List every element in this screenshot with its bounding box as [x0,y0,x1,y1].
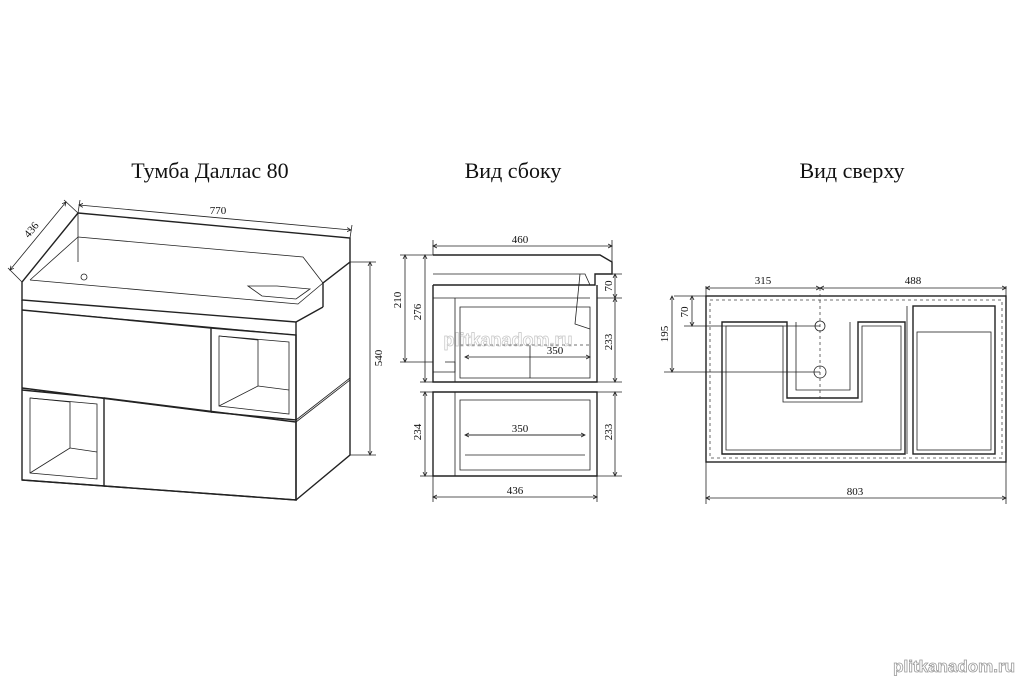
side-view-title: Вид сбоку [465,158,562,183]
top-view-title: Вид сверху [799,158,904,183]
side-right-top-dim: 70 [603,280,615,292]
side-top-depth-dim: 460 [512,234,529,246]
top-view: 315 488 70 195 803 [659,275,1006,504]
top-left-span-dim: 315 [755,275,772,287]
front-view: 770 436 540 [7,199,385,501]
side-upper-drawer-dim: 350 [547,345,564,357]
top-offset-large-dim: 195 [659,325,671,342]
front-width-dim: 770 [210,205,227,217]
side-lower-height-dim: 234 [412,423,424,440]
corner-watermark: plitkanadom.ru [893,657,1015,676]
front-view-title: Тумба Даллас 80 [131,158,288,183]
top-right-span-dim: 488 [905,275,922,287]
center-watermark: plitkanadom.ru [443,330,572,350]
side-right-lower-dim: 233 [603,423,615,440]
side-right-upper-dim: 233 [603,333,615,350]
top-offset-small-dim: 70 [679,306,691,318]
top-total-width-dim: 803 [847,486,864,498]
side-upper-height-dim: 210 [392,291,404,308]
front-depth-dim: 436 [22,220,42,241]
front-height-dim: 540 [373,349,385,366]
side-bottom-depth-dim: 436 [507,485,524,497]
side-lower-drawer-dim: 350 [512,423,529,435]
side-upper-total-dim: 276 [412,303,424,320]
side-view: 460 436 210 276 234 70 233 233 350 [392,234,622,502]
